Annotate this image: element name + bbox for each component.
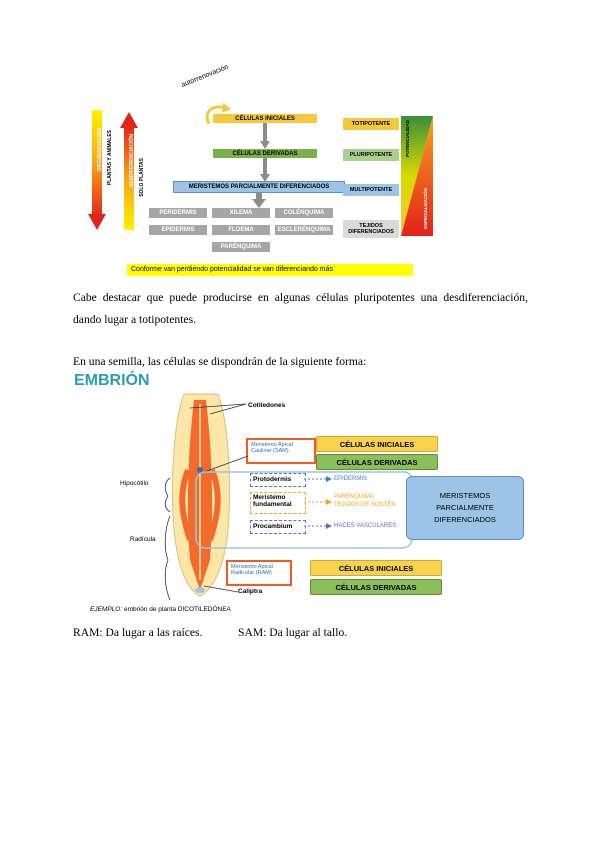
tissue-epidermis: EPIDERMIS [149,225,207,235]
protodermis-box: Protodermis [250,473,306,487]
procambium-box: Procambium [250,520,306,534]
calyptra-label: Caliptra [238,588,263,595]
down-arrow-1 [260,123,270,149]
ram-box: Meristemo Apical Radicular (RAM) [226,560,292,586]
sam-box: Meristemo Apical Caulinar (SAM) [246,438,316,464]
down-arrow-3 [252,192,266,208]
vascular-target: HACES VASCULARES [334,523,397,529]
plants-animals-label: PLANTAS Y ANIMALES [107,130,113,186]
differentiation-arrow [88,110,106,230]
paragraph-dedifferentiation: Cabe destacar que puede producirse en al… [73,291,528,326]
tissue-parenquima: PARÉNQUIMA [212,242,270,252]
multipotent-tag: MULTIPOTENTE [343,184,399,196]
derived-cells-pill-top: CÉLULAS DERIVADAS [316,454,438,470]
embryo-brackets [164,477,171,601]
potency-diagram: DIFERENCIACIÓN PLANTAS Y ANIMALES DESDIF… [85,64,433,282]
embryo-diagram: EMBRIÓN Hipocótilo Radícula Cotiledones … [70,370,540,620]
parenchyma-target-2: TEJIDOS DE SOSTÉN [334,502,396,508]
initial-cells-pill-top: CÉLULAS INICIALES [316,436,438,452]
caption-text: embrión de planta DICOTILEDÓNEA [122,606,231,613]
only-plants-label: SOLO PLANTAS [139,158,145,197]
ram-note: RAM: Da lugar a las raíces. [73,626,203,639]
tissue-peridermis: PERIDERMIS [149,208,207,218]
cotyledon-pointer [190,403,247,415]
tissue-arrows [304,476,332,529]
embryo-caption: EJEMPLO: embrión de planta DICOTILEDÓNEA [90,606,231,613]
differentiated-tissues-tag: TEJIDOS DIFERENCIADOS [343,220,399,238]
cotyledons-label: Cotiledones [248,402,286,409]
tissue-floema: FLOEMA [212,225,270,235]
ground-meristem-box: Meristemo fundamental [250,492,306,514]
tissue-esclerenquima: ESCLERÉNQUIMA [275,225,333,235]
potency-gradient-triangles [401,116,433,236]
dedifferentiation-label: DESDIFERENCIACIÓN [129,134,135,188]
dedifferentiation-arrow [120,112,138,230]
self-renewal-label: autorrenovación [180,63,230,89]
caption-prefix: EJEMPLO: [90,606,123,613]
sam-note: SAM: Da lugar al tallo. [238,626,348,639]
potentiality-label: POTENCIALIDAD [405,120,410,157]
meristems-big-box: MERISTEMOS PARCIALMENTE DIFERENCIADOS [406,476,524,540]
specialization-label: ESPECIALIZACIÓN [423,188,428,230]
totipotent-tag: TOTIPOTENTE [343,118,399,130]
epidermis-target: EPIDERMIS [334,476,368,482]
derived-cells-pill-bottom: CÉLULAS DERIVADAS [310,579,442,595]
hypocotyl-label: Hipocótilo [120,480,149,487]
differentiation-label: DIFERENCIACIÓN [97,128,103,172]
embryo-title: EMBRIÓN [74,372,150,389]
initial-cells-box: CÉLULAS INICIALES [213,114,317,123]
calyptra-pointer [203,585,239,593]
paragraph-seed-intro: En una semilla, las células se dispondrá… [73,355,367,368]
pluripotent-tag: PLURIPOTENTE [343,149,399,161]
sam-pointer [203,455,249,473]
summary-banner: Conforme van perdiendo potencialidad se … [127,264,413,276]
parenchyma-target-1: PARÉNQUIMA [334,494,374,500]
derived-cells-box: CÉLULAS DERIVADAS [213,149,317,158]
tissue-colenquima: COLÉNQUIMA [275,208,333,218]
down-arrow-2 [260,158,270,182]
radicle-label: Radícula [130,536,156,543]
initial-cells-pill-bottom: CÉLULAS INICIALES [310,560,442,576]
tissue-xilema: XILEMA [212,208,270,218]
embryo-illustration [171,393,231,597]
self-renewal-arrow [205,103,231,125]
